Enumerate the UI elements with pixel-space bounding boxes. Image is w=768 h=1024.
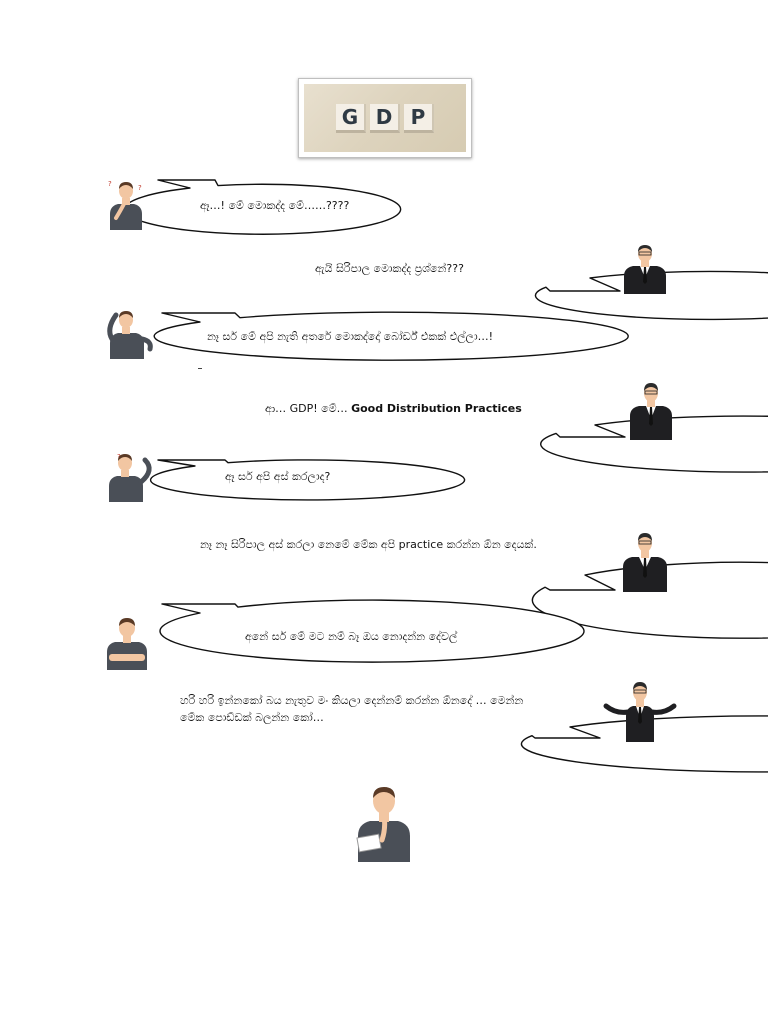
manager-character-1 bbox=[624, 245, 666, 294]
dialogue-text-8: හරි හරි ඉන්නකෝ බය නැතුව මං කියලා දෙන්නම්… bbox=[180, 694, 524, 724]
dialogue-text-6: නෑ නෑ සිරිපාල අස් කරලා නෙමේ මේක අපි prac… bbox=[200, 538, 537, 551]
dialogue-text-1: ඈ…! මේ මොකද්ද මේ……???? bbox=[200, 199, 350, 212]
worker-reading-character bbox=[356, 787, 410, 862]
letter-block-g: G bbox=[336, 103, 366, 133]
speech-bubble-5 bbox=[149, 459, 466, 501]
speech-bubble-7 bbox=[159, 599, 585, 663]
speech-bubble-2 bbox=[534, 270, 768, 321]
speech-bubble-4 bbox=[540, 415, 768, 473]
dialogue-text-2: ඇයි සිරිපාල මොකද්ද ප්‍රශ්නේ??? bbox=[315, 262, 464, 275]
manager-character-2 bbox=[630, 383, 672, 440]
worker-arms-crossed-character bbox=[107, 618, 147, 670]
dialogue-text-4: ආ… GDP! මේ… Good Distribution Practices bbox=[265, 400, 595, 417]
dialogue-text-5: ඈ සර් අපි අස් කරලාද? bbox=[225, 470, 331, 483]
worker-head-scratch-character bbox=[107, 311, 153, 359]
dialogue-text-7: අනේ සර් මේ මට නම් බෑ ඔය නොදන්න දේවල් bbox=[245, 630, 458, 643]
speech-bubble-3 bbox=[153, 311, 629, 361]
dialogue-text-4-bold: Good Distribution Practices bbox=[351, 402, 522, 415]
dialogue-text-4-plain: ආ… GDP! මේ… bbox=[265, 402, 348, 415]
gdp-letter-blocks: G D P bbox=[304, 84, 466, 152]
worker-thinking-character: ? ? bbox=[108, 180, 142, 230]
worker-confused-character: ? bbox=[109, 453, 152, 502]
speech-bubble-8 bbox=[520, 715, 768, 773]
dialogue-text-3: නෑ සර් මේ අපි නැති අතරේ මොකද්දෝ බෝර්ඩ් එ… bbox=[207, 330, 493, 343]
manager-explaining-character bbox=[603, 682, 677, 742]
stray-dash bbox=[198, 368, 202, 369]
letter-block-p: P bbox=[404, 103, 434, 133]
svg-text:?: ? bbox=[108, 180, 112, 188]
letter-block-d: D bbox=[370, 103, 400, 133]
gdp-logo-image: G D P bbox=[298, 78, 472, 158]
manager-character-3 bbox=[623, 533, 667, 592]
svg-text:?: ? bbox=[138, 184, 142, 192]
